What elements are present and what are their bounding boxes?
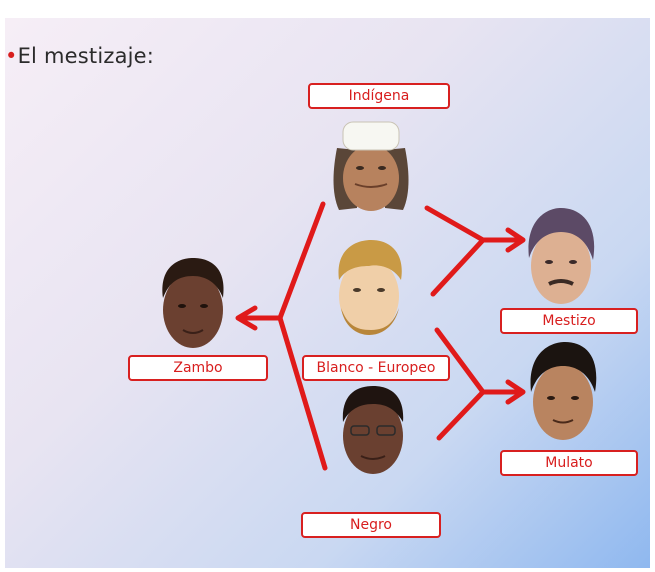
slide: •El mestizaje: — [5, 18, 650, 568]
label-zambo: Zambo — [128, 355, 268, 381]
arrow-head-mulato — [505, 379, 526, 405]
label-blanco-europeo: Blanco - Europeo — [302, 355, 450, 381]
label-negro: Negro — [301, 512, 441, 538]
african-face-icon — [342, 386, 404, 474]
slide-title: •El mestizaje: — [5, 44, 154, 68]
title-bullet: • — [5, 44, 18, 68]
label-mestizo: Mestizo — [500, 308, 638, 334]
connector-arrows — [235, 201, 526, 471]
arrow-blanco-to-mestizo — [430, 237, 486, 297]
diagram-canvas — [162, 121, 597, 474]
zambo-face-icon — [162, 258, 224, 348]
arrow-negro-to-mulato — [436, 389, 486, 441]
arrow-blanco-to-mulato — [434, 327, 486, 395]
arrow-head-mestizo — [505, 227, 526, 253]
european-face-icon — [338, 240, 402, 335]
title-text: El mestizaje: — [17, 44, 155, 68]
mulato-face-icon — [530, 342, 597, 440]
label-indigena: Indígena — [308, 83, 450, 109]
arrow-indigena-to-zambo — [277, 201, 326, 321]
arrow-negro-to-zambo — [277, 315, 328, 471]
arrow-indigena-to-mestizo — [424, 205, 486, 243]
label-mulato: Mulato — [500, 450, 638, 476]
mestizo-face-icon — [528, 208, 595, 304]
arrow-head-zambo — [235, 305, 258, 331]
indigenous-face-icon — [333, 121, 409, 211]
